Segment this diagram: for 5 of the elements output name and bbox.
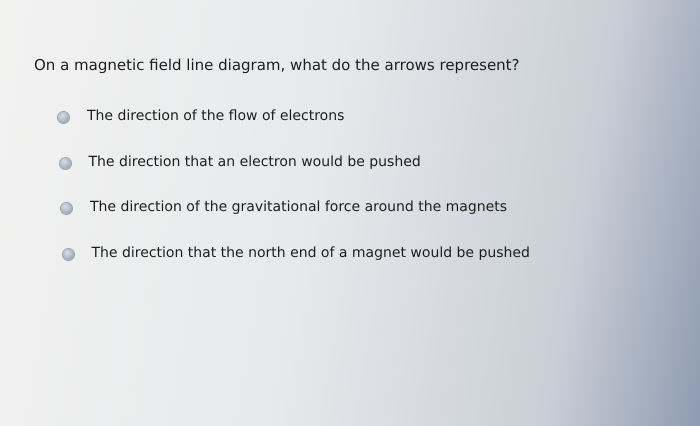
question-text: On a magnetic field line diagram, what do the arrows represent? [34,56,520,74]
answer-option: The direction of the gravitational force around the magnets [90,199,508,215]
answer-option: The direction that the north end of a magnet would be pushed [92,244,530,260]
answer-option: The direction of the flow of electrons [87,108,344,124]
answer-option: The direction that an electron would be pushed [88,154,421,170]
